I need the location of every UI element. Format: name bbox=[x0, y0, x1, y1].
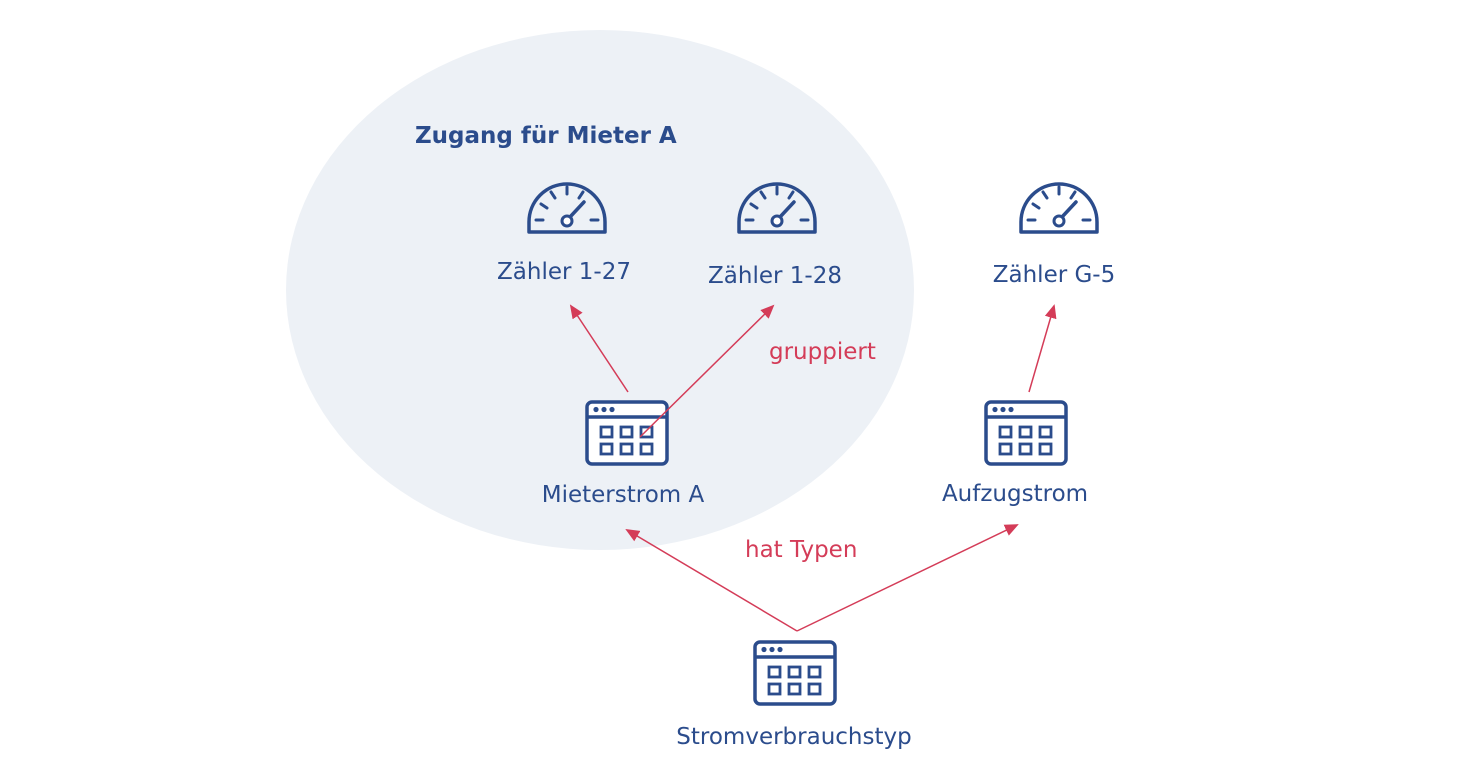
edge-stromverbrauchstyp-to-mieterstrom bbox=[625, 528, 798, 632]
edge-mieterstrom-to-meter-1-27 bbox=[569, 304, 629, 393]
node-label-mieterstrom-a: Mieterstrom A bbox=[541, 482, 705, 508]
edge-stromverbrauchstyp-to-aufzugstrom bbox=[796, 524, 1019, 632]
node-label-stromverbrauchstyp: Stromverbrauchstyp bbox=[676, 724, 912, 750]
gauge-icon bbox=[1019, 182, 1099, 234]
node-label-meter-1-27: Zähler 1-27 bbox=[497, 259, 631, 285]
node-label-meter-1-28: Zähler 1-28 bbox=[708, 263, 842, 289]
grid-window-icon bbox=[984, 400, 1068, 466]
edge-aufzugstrom-to-meter-g-5 bbox=[1028, 304, 1057, 393]
group-area-mieter-a bbox=[286, 30, 914, 550]
edge-label-gruppiert: gruppiert bbox=[769, 339, 876, 365]
node-label-aufzugstrom: Aufzugstrom bbox=[941, 481, 1089, 507]
group-title: Zugang für Mieter A bbox=[415, 123, 677, 149]
grid-window-icon bbox=[585, 400, 669, 466]
node-label-meter-g-5: Zähler G-5 bbox=[992, 262, 1116, 288]
grid-window-icon bbox=[753, 640, 837, 706]
edge-mieterstrom-to-meter-1-28 bbox=[639, 304, 775, 438]
edge-label-hat-typen: hat Typen bbox=[745, 537, 858, 563]
